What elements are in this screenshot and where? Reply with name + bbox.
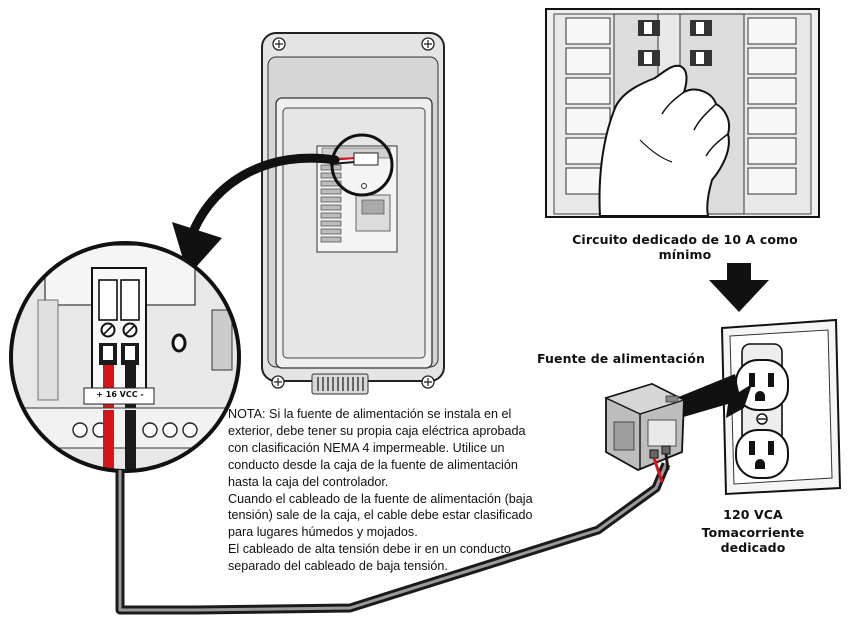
note-line: con clasificación NEMA 4 impermeable. Ut… [228,440,505,455]
screw-icon [421,37,435,51]
power-supply [604,383,686,483]
wall-outlet [720,318,842,496]
screw-icon [272,37,286,51]
terminal-label: + 16 VCC - [96,390,144,399]
power-supply-label: Fuente de alimentación [537,351,705,366]
controller-housing [261,32,445,395]
arrow-right-icon [676,374,752,418]
note-line: Cuando el cableado de la fuente de alime… [228,491,533,506]
outlet-voltage: 120 VCA [723,507,783,522]
installation-note: NOTA: Si la fuente de alimentación se in… [228,406,573,575]
note-line: para lugares húmedos y mojados. [228,525,418,540]
note-line: El cableado de alta tensión debe ir en u… [228,542,511,557]
breaker-panel [545,8,820,218]
screw-icon [421,375,435,389]
note-line: separado del cableado de baja tensión. [228,559,448,574]
note-line: conducto desde la caja de la fuente de a… [228,457,518,472]
low-voltage-cable [115,462,671,615]
outlet-caption: Tomacorriente dedicado [701,525,805,555]
breaker-caption: Circuito dedicado de 10 A como mínimo [572,232,798,262]
hand-icon [598,64,730,217]
magnified-terminal [9,241,241,473]
note-line: NOTA: Si la fuente de alimentación se in… [228,407,512,421]
note-line: hasta la caja del controlador. [228,474,389,489]
note-line: tensión) sale de la caja, el cable debe … [228,508,533,523]
arrow-down-icon [709,263,769,312]
screw-icon [271,375,285,389]
note-line: exterior, debe tener su propia caja eléc… [228,423,526,438]
